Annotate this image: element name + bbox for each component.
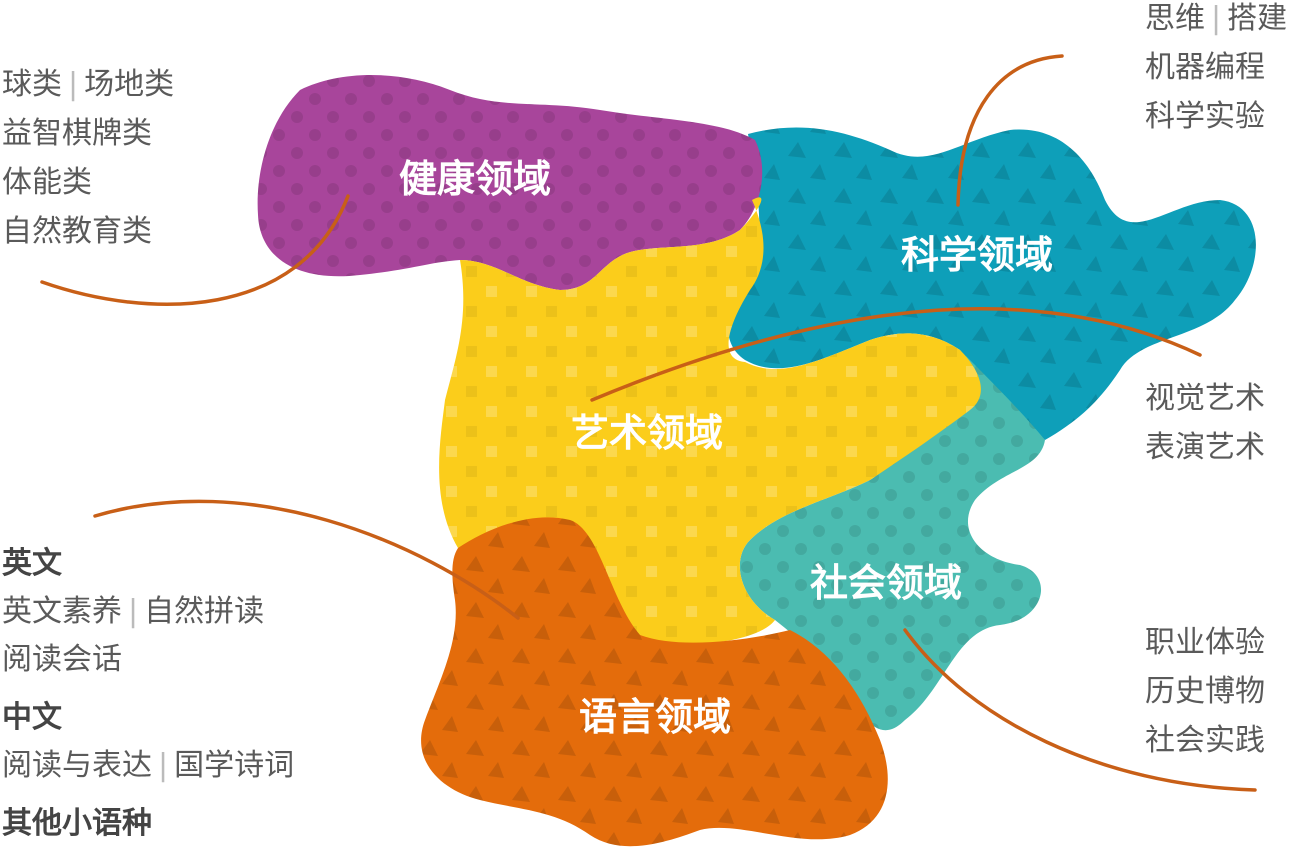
health-note-item: 自然教育类 <box>2 214 152 249</box>
english-note-item: 英文素养 <box>2 594 122 629</box>
english-note-item: 阅读会话 <box>2 642 122 677</box>
social-note-line: 社会实践 <box>1145 716 1265 765</box>
science-note-item: 科学实验 <box>1145 99 1265 134</box>
chinese-note-item: 阅读与表达 <box>2 748 152 783</box>
health-note-item: 场地类 <box>84 67 175 102</box>
science-region <box>728 127 1256 440</box>
social-note-line: 历史博物 <box>1145 667 1265 716</box>
art-connector <box>590 307 1202 402</box>
health-note-line: 自然教育类 <box>2 207 174 256</box>
social-connector <box>903 628 1257 792</box>
art-note-item: 视觉艺术 <box>1145 381 1265 416</box>
science-note: 思维|搭建机器编程科学实验 <box>1145 0 1287 141</box>
science-note-item: 搭建 <box>1227 1 1288 36</box>
art-note-line: 表演艺术 <box>1145 423 1265 472</box>
health-note-item: 球类 <box>2 67 62 102</box>
science-note-line: 思维|搭建 <box>1145 0 1287 43</box>
language-connector <box>93 499 520 620</box>
science-note-item: 机器编程 <box>1145 50 1265 85</box>
science-note-item: 思维 <box>1145 1 1205 36</box>
science-label: 科学领域 <box>901 233 1053 277</box>
separator: | <box>158 748 169 783</box>
english-note-item: 自然拼读 <box>144 594 265 629</box>
language-label: 语言领域 <box>579 695 731 739</box>
art-note: 视觉艺术表演艺术 <box>1145 374 1265 472</box>
art-note-item: 表演艺术 <box>1145 430 1265 465</box>
social-note-line: 职业体验 <box>1145 618 1265 667</box>
social-note-item: 历史博物 <box>1145 674 1265 709</box>
science-connector <box>956 54 1064 207</box>
health-note-item: 体能类 <box>2 165 92 200</box>
art-note-line: 视觉艺术 <box>1145 374 1265 423</box>
health-note-item: 益智棋牌类 <box>2 116 152 151</box>
chinese-note-line: 阅读与表达|国学诗词 <box>2 742 294 790</box>
social-label: 社会领域 <box>810 561 962 605</box>
language-region <box>421 517 888 847</box>
science-note-line: 机器编程 <box>1145 43 1287 92</box>
english-note-line: 阅读会话 <box>2 636 294 684</box>
health-note-line: 球类|场地类 <box>2 60 174 109</box>
separator: | <box>1211 1 1222 36</box>
english-title: 英文 <box>2 546 62 581</box>
connectors <box>40 54 1257 792</box>
other-languages-title: 其他小语种 <box>2 806 152 841</box>
health-region <box>257 75 763 290</box>
separator: | <box>128 594 139 629</box>
health-label: 健康领域 <box>399 157 551 201</box>
social-note: 职业体验历史博物社会实践 <box>1145 618 1265 765</box>
language-note: 英文 英文素养|自然拼读阅读会话 中文 阅读与表达|国学诗词 其他小语种 <box>2 540 294 848</box>
science-note-line: 科学实验 <box>1145 92 1287 141</box>
english-note-line: 英文素养|自然拼读 <box>2 588 294 636</box>
health-note-line: 体能类 <box>2 158 174 207</box>
chinese-title: 中文 <box>2 700 62 735</box>
chinese-note-item: 国学诗词 <box>174 748 295 783</box>
social-note-item: 社会实践 <box>1145 723 1265 758</box>
art-label: 艺术领域 <box>571 411 723 455</box>
health-connector <box>40 194 350 306</box>
social-region <box>739 350 1045 731</box>
social-note-item: 职业体验 <box>1145 625 1265 660</box>
separator: | <box>68 67 79 102</box>
health-note: 球类|场地类益智棋牌类体能类自然教育类 <box>2 60 174 256</box>
health-note-line: 益智棋牌类 <box>2 109 174 158</box>
